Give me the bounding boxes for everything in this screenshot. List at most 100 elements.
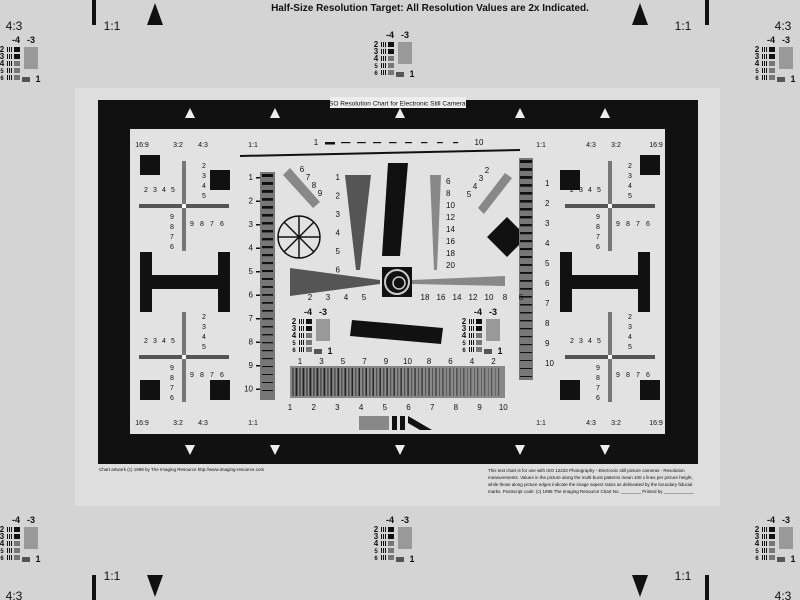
right-scale-label: 8 bbox=[545, 319, 550, 328]
left-scale-label: 10 bbox=[244, 385, 253, 394]
burst-stripe bbox=[376, 368, 378, 396]
corner-square bbox=[640, 155, 660, 175]
res-bars bbox=[299, 340, 300, 345]
chart-notes: This test chart is for use with ISO 1223… bbox=[488, 468, 694, 494]
res-row-label: 4 bbox=[374, 539, 379, 548]
res-bars bbox=[7, 75, 8, 80]
ladder-stripe bbox=[520, 232, 532, 235]
wedge-left-label: 3 bbox=[336, 210, 341, 219]
res-label: -3 bbox=[401, 515, 409, 525]
burst-stripe bbox=[323, 368, 326, 396]
angle-label: 7 bbox=[306, 173, 311, 182]
tilt-line bbox=[239, 149, 521, 157]
quadrant-label: 7 bbox=[596, 234, 600, 241]
ladder-stripe bbox=[262, 182, 273, 185]
ladder-stripe bbox=[520, 200, 532, 203]
res-label: -3 bbox=[27, 515, 35, 525]
wedge-left-label: 1 bbox=[336, 173, 341, 182]
wedge-right-label: 6 bbox=[446, 177, 451, 186]
ladder-stripe bbox=[520, 248, 532, 251]
burst-stripe bbox=[362, 368, 364, 396]
fiducial-label-r32: 3:2 bbox=[611, 142, 621, 149]
wedge-left bbox=[345, 175, 371, 270]
burst-stripe bbox=[477, 368, 479, 396]
ladder-stripe bbox=[262, 198, 273, 201]
res-row-label: 5 bbox=[0, 549, 4, 555]
res-label: 1 bbox=[35, 554, 40, 564]
res-bars bbox=[9, 548, 10, 553]
burst-stripe bbox=[292, 368, 294, 396]
fiducial-label-r43: 4:3 bbox=[586, 420, 596, 427]
res-bars bbox=[762, 534, 763, 539]
fiducial-triangle bbox=[515, 445, 525, 455]
res-bars bbox=[11, 527, 12, 532]
quadrant-label: 6 bbox=[220, 221, 224, 228]
fiducial-triangle bbox=[632, 3, 648, 25]
res-bars bbox=[7, 68, 8, 73]
burst-stripe bbox=[456, 368, 458, 396]
res-label: -3 bbox=[401, 30, 409, 40]
burst-stripe bbox=[453, 368, 454, 396]
res-label: -4 bbox=[12, 35, 20, 45]
res-bars bbox=[11, 47, 12, 52]
quadrant-label: 7 bbox=[636, 372, 640, 379]
res-bars bbox=[306, 319, 312, 324]
res-row-label: 5 bbox=[0, 69, 4, 75]
res-label: -3 bbox=[782, 515, 790, 525]
res-bars bbox=[14, 68, 20, 73]
diamond bbox=[487, 217, 527, 257]
fiducial-triangle bbox=[185, 445, 195, 455]
res-bars bbox=[306, 326, 312, 331]
res-grid bbox=[486, 319, 500, 341]
res-bars bbox=[7, 54, 8, 59]
fiducial-label-r169: 16:9 bbox=[135, 420, 149, 427]
burst-stripe bbox=[306, 368, 308, 396]
res-bars bbox=[764, 54, 765, 59]
burst-top-label: 4 bbox=[470, 357, 475, 366]
res-label: -3 bbox=[489, 307, 497, 317]
res-bars bbox=[383, 56, 384, 61]
res-bars bbox=[777, 77, 785, 82]
ladder-stripe bbox=[262, 302, 273, 304]
res-bars bbox=[769, 47, 775, 52]
corner-square bbox=[640, 380, 660, 400]
star-center bbox=[608, 355, 612, 359]
res-bars bbox=[383, 70, 384, 75]
res-bars bbox=[303, 319, 304, 324]
top-scale-dash bbox=[341, 142, 351, 144]
quadrant-label: 4 bbox=[588, 338, 592, 345]
res-bars bbox=[388, 555, 394, 560]
ladder-stripe bbox=[520, 376, 532, 377]
burst-top-label: 10 bbox=[403, 357, 412, 366]
burst-stripe bbox=[484, 368, 486, 396]
burst-bottom-label: 4 bbox=[359, 403, 364, 412]
top-scale-dash bbox=[373, 142, 382, 144]
outer-fiducials bbox=[7, 0, 793, 600]
burst-stripe bbox=[358, 368, 361, 396]
quadrant-label: 9 bbox=[596, 214, 600, 221]
zone-plate-ring bbox=[392, 276, 406, 290]
ladder-stripe bbox=[520, 176, 532, 179]
ladder-stripe bbox=[262, 382, 273, 383]
angle-label: 9 bbox=[318, 189, 323, 198]
res-bars bbox=[303, 326, 304, 331]
chart-note-line: measurements. Values in the picture alon… bbox=[488, 475, 693, 480]
res-row-label: 6 bbox=[755, 76, 759, 82]
res-label: 1 bbox=[409, 69, 414, 79]
res-row-label: 3 bbox=[292, 324, 297, 333]
res-bars bbox=[14, 54, 20, 59]
res-row-label: 6 bbox=[0, 76, 4, 82]
ladder-stripe bbox=[520, 280, 532, 282]
burst-stripe bbox=[439, 368, 440, 396]
res-row-label: 6 bbox=[374, 71, 378, 77]
quadrant-label: 8 bbox=[596, 224, 600, 231]
burst-bottom-label: 1 bbox=[288, 403, 293, 412]
res-row-label: 4 bbox=[755, 59, 760, 68]
res-bars bbox=[476, 319, 482, 324]
res-bars bbox=[9, 54, 10, 59]
res-bars bbox=[383, 63, 384, 68]
res-bars bbox=[471, 347, 472, 352]
res-bars bbox=[301, 326, 302, 331]
ladder-stripe bbox=[520, 352, 532, 354]
fiducial-label-r11: 1:1 bbox=[536, 142, 546, 149]
